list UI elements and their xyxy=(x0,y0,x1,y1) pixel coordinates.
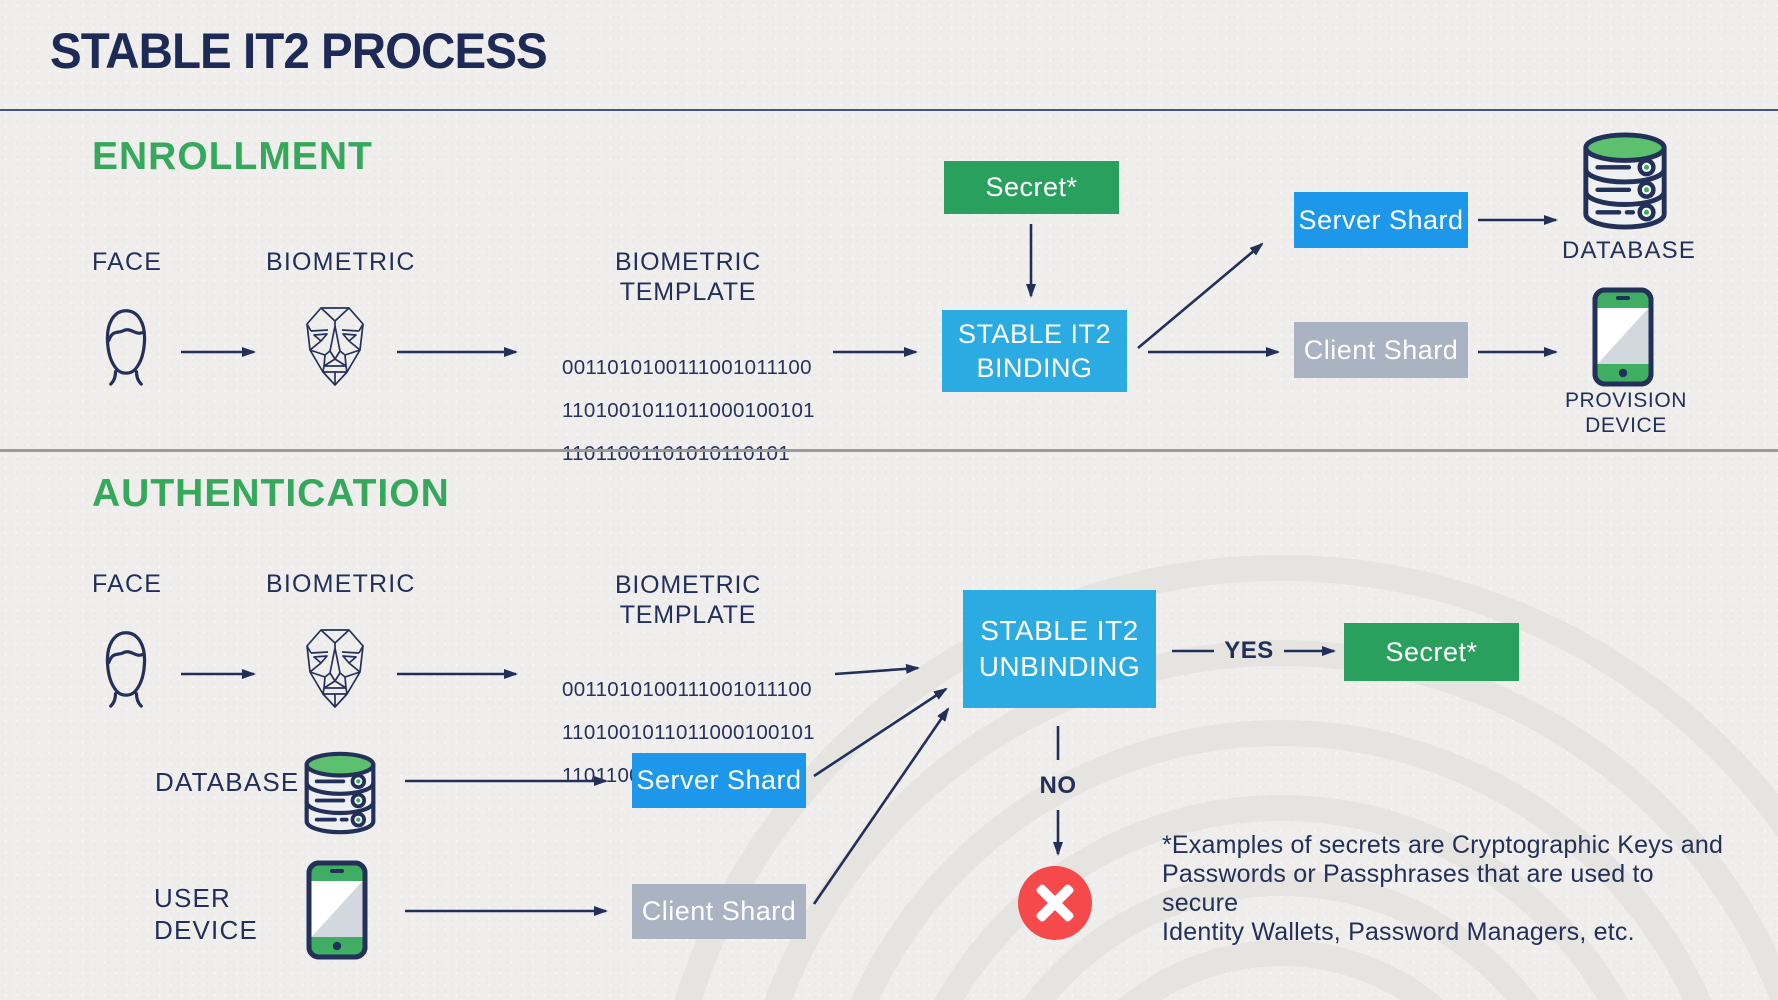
failure-x-icon xyxy=(1018,866,1092,940)
biometric-mesh-icon xyxy=(300,626,370,710)
enrollment-secret-box: Secret* xyxy=(944,161,1119,214)
arrow-server-shard-to-unbinding xyxy=(813,687,948,778)
auth-user-device-label: USER DEVICE xyxy=(154,883,259,945)
auth-secret-box: Secret* xyxy=(1344,623,1519,681)
enrollment-binding-box: STABLE IT2 BINDING xyxy=(942,310,1127,392)
enrollment-server-shard-box: Server Shard xyxy=(1294,192,1468,248)
arrow-binding-to-server-shard xyxy=(1137,242,1264,349)
page-title: STABLE IT2 PROCESS xyxy=(50,23,548,79)
auth-server-shard-box: Server Shard xyxy=(632,753,806,808)
arrow-client-shard-to-unbinding xyxy=(812,707,950,905)
provision-device-label: PROVISION DEVICE xyxy=(1564,389,1688,437)
auth-database-label: DATABASE xyxy=(155,767,300,797)
auth-client-shard-box: Client Shard xyxy=(632,884,806,939)
auth-biometric-label: BIOMETRIC xyxy=(266,570,416,598)
no-label: NO xyxy=(1039,772,1077,799)
enrollment-binary-template: 0011010100111001011100 11010010110110001… xyxy=(562,335,815,486)
enrollment-face-label: FACE xyxy=(92,248,163,276)
binary-line: 11011001101010110101 xyxy=(562,441,790,465)
yes-label: YES xyxy=(1224,637,1274,664)
auth-template-label: BIOMETRIC TEMPLATE xyxy=(614,571,762,629)
enrollment-heading: ENROLLMENT xyxy=(92,135,373,178)
database-icon xyxy=(300,742,380,844)
enrollment-biometric-label: BIOMETRIC xyxy=(266,248,416,276)
face-icon xyxy=(98,306,154,386)
binary-line: 1101001011011000100101 xyxy=(562,398,815,422)
user-device-icon xyxy=(306,860,368,960)
provision-device-icon xyxy=(1592,287,1654,387)
biometric-mesh-icon xyxy=(300,304,370,388)
binary-line: 1101001011011000100101 xyxy=(562,720,815,744)
enrollment-client-shard-box: Client Shard xyxy=(1294,322,1468,378)
header-divider xyxy=(0,109,1778,111)
face-icon xyxy=(98,628,154,708)
authentication-heading: AUTHENTICATION xyxy=(92,472,450,515)
binary-line: 0011010100111001011100 xyxy=(562,677,812,701)
auth-unbinding-box: STABLE IT2 UNBINDING xyxy=(963,590,1156,708)
database-icon xyxy=(1578,129,1672,233)
section-divider xyxy=(0,449,1778,452)
auth-face-label: FACE xyxy=(92,570,163,598)
enrollment-database-label: DATABASE xyxy=(1562,237,1697,264)
arrow-template-to-unbinding xyxy=(834,663,920,676)
binary-line: 0011010100111001011100 xyxy=(562,355,812,379)
secrets-footnote: *Examples of secrets are Cryptographic K… xyxy=(1162,831,1724,946)
enrollment-template-label: BIOMETRIC TEMPLATE xyxy=(614,248,762,306)
